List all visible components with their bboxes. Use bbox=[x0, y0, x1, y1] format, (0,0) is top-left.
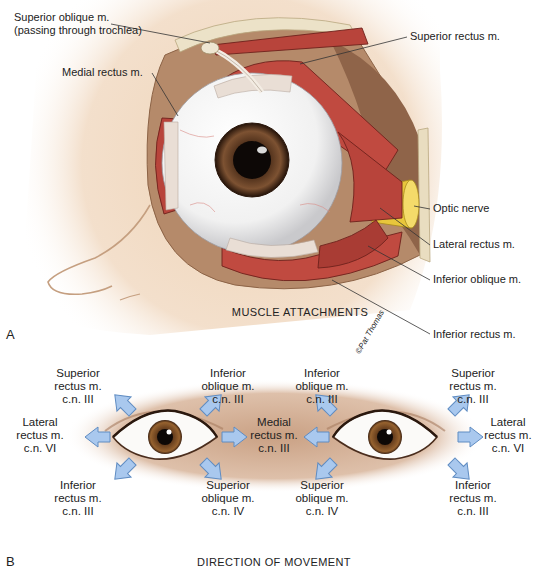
lash-line bbox=[333, 411, 437, 437]
direction-arrow bbox=[304, 427, 329, 447]
iris bbox=[215, 123, 289, 197]
lateral-rectus-muscle bbox=[338, 132, 402, 222]
direction-arrow bbox=[85, 427, 110, 447]
eye-white bbox=[113, 411, 217, 460]
nerve-label: Optic nerve bbox=[433, 202, 489, 215]
muscle-nerve-label: Lateral rectus m. c.n. VI bbox=[478, 416, 538, 455]
muscle-nerve-label: Superior oblique m. c.n. IV bbox=[198, 479, 258, 518]
pupil bbox=[233, 141, 271, 179]
inferior-oblique-muscle bbox=[318, 220, 388, 268]
muscle-nerve-label: Medial rectus m. c.n. III bbox=[244, 416, 304, 455]
pupil bbox=[377, 429, 393, 445]
muscle-nerve-label: Superior rectus m. c.n. III bbox=[48, 367, 108, 406]
leader-line bbox=[368, 246, 430, 280]
leader-line bbox=[152, 73, 178, 116]
leader-line bbox=[380, 208, 430, 245]
right-eye-of-subject bbox=[105, 411, 223, 460]
eye-highlight bbox=[387, 430, 392, 435]
eyes-illustration bbox=[65, 376, 485, 492]
direction-arrow bbox=[222, 427, 247, 447]
left-eye-of-subject bbox=[327, 411, 445, 460]
muscle-label: Lateral rectus m. bbox=[433, 238, 515, 251]
eyeball bbox=[162, 73, 342, 253]
muscle-nerve-label: Inferior oblique m. c.n. III bbox=[198, 367, 258, 406]
medial-rectus-tendon bbox=[164, 122, 178, 210]
muscle-label: Inferior rectus m. bbox=[433, 328, 516, 341]
muscle-nerve-label: Inferior rectus m. c.n. III bbox=[48, 479, 108, 518]
face-illustration bbox=[20, 0, 442, 335]
direction-arrow bbox=[458, 427, 483, 447]
eye-highlight bbox=[167, 430, 172, 435]
pupil bbox=[157, 429, 173, 445]
leader-line bbox=[300, 37, 407, 64]
muscle-nerve-label: Superior oblique m. c.n. IV bbox=[292, 479, 352, 518]
panel-caption: MUSCLE ATTACHMENTS bbox=[232, 306, 368, 319]
trochlea bbox=[201, 42, 219, 54]
blood-vessels bbox=[180, 130, 330, 212]
superior-oblique-tendon bbox=[213, 49, 262, 92]
iris bbox=[368, 420, 402, 454]
panel-caption: DIRECTION OF MOVEMENT bbox=[197, 556, 351, 569]
superior-oblique-muscle bbox=[212, 28, 368, 55]
nose-outline bbox=[48, 205, 150, 294]
muscle-label: Medial rectus m. bbox=[62, 66, 143, 79]
panel-letter: A bbox=[6, 328, 15, 341]
muscle-nerve-label: Superior rectus m. c.n. III bbox=[443, 367, 503, 406]
movement-arrows bbox=[85, 388, 483, 487]
muscle-label: Superior oblique m. (passing through tro… bbox=[14, 11, 146, 37]
orbit-cut-edge bbox=[418, 128, 430, 262]
leader-lines bbox=[111, 24, 430, 334]
nostril-line bbox=[120, 294, 140, 300]
muscle-label: Superior rectus m. bbox=[410, 30, 500, 43]
tendon-edge bbox=[213, 49, 262, 92]
direction-arrow bbox=[108, 388, 140, 420]
eye-highlight bbox=[257, 147, 267, 154]
optic-nerve-end bbox=[403, 180, 419, 228]
orbit-cavity bbox=[147, 28, 420, 288]
muscle-label: Inferior oblique m. bbox=[433, 273, 521, 286]
eye-white bbox=[333, 411, 437, 460]
muscle-nerve-label: Inferior rectus m. c.n. III bbox=[443, 479, 503, 518]
eyeball-a bbox=[162, 42, 342, 258]
direction-arrow bbox=[108, 454, 140, 486]
muscle-nerve-label: Lateral rectus m. c.n. VI bbox=[10, 416, 70, 455]
extraocular-muscles bbox=[155, 28, 402, 281]
skin-band bbox=[65, 376, 485, 492]
inferior-rectus-tendon bbox=[226, 238, 318, 258]
leader-line bbox=[414, 206, 430, 209]
panel-letter: B bbox=[6, 555, 15, 568]
skin-region bbox=[20, 0, 442, 335]
muscle-nerve-label: Inferior oblique m. c.n. III bbox=[292, 367, 352, 406]
iris bbox=[148, 420, 182, 454]
